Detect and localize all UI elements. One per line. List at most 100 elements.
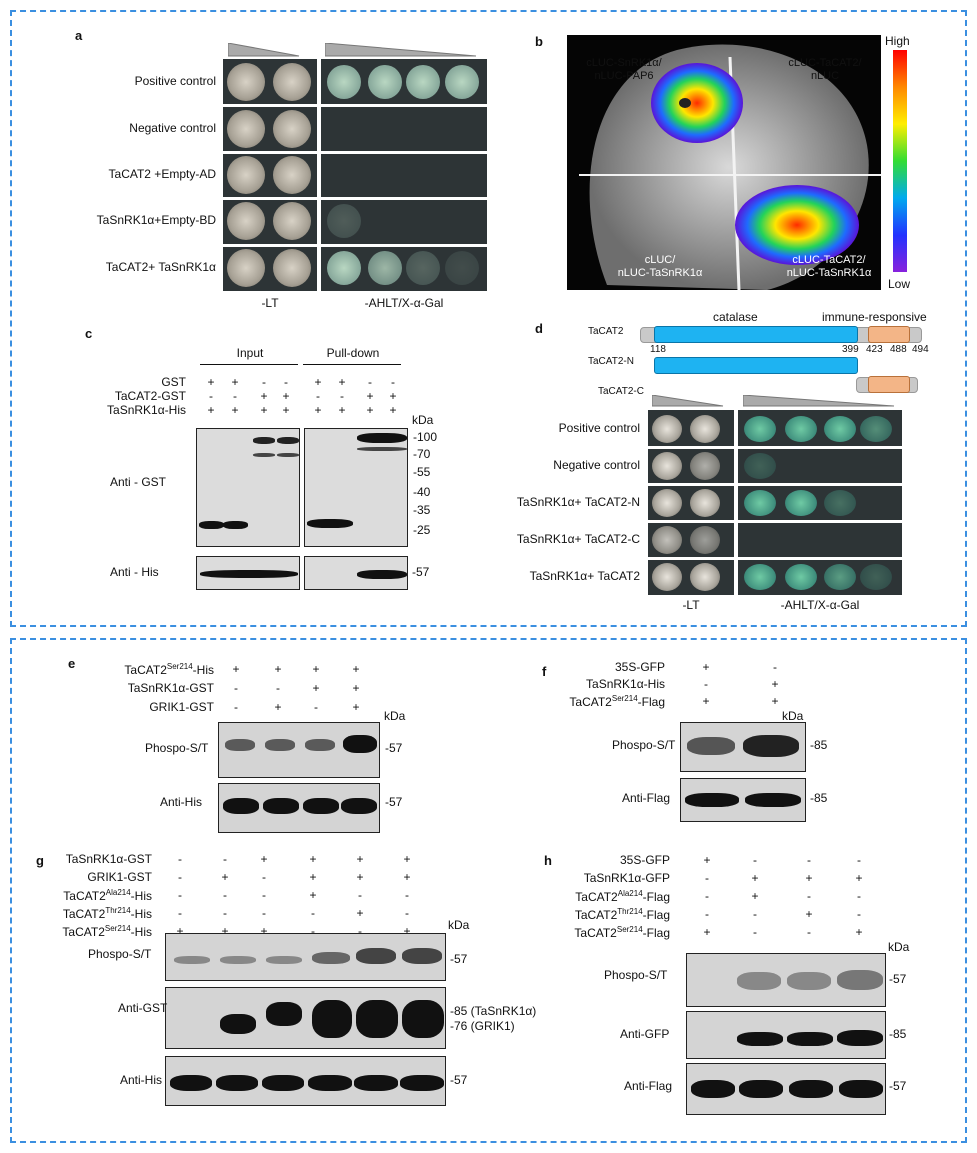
sign-cell: - — [262, 906, 266, 920]
f-antiflag-marker: -85 — [810, 791, 828, 805]
sign-cell: + — [231, 375, 239, 389]
sign-cell: - — [178, 852, 182, 866]
h-antiflag-blot — [686, 1063, 886, 1115]
colony-spot — [860, 415, 892, 442]
construct-c-label: TaCAT2-C — [598, 386, 644, 397]
c-anti-gst-blot-input — [196, 428, 300, 547]
quadrant-bl-line2: nLUC-TaSnRK1α — [617, 267, 703, 279]
colony-spot — [227, 248, 265, 287]
sign-cell: + — [176, 924, 184, 938]
plate-row-label: TaCAT2 +Empty-AD — [108, 167, 216, 181]
condition-label: TaCAT2Ser214-Flag — [470, 925, 670, 940]
c-his-marker: -57 — [412, 565, 430, 579]
condition-sup: Ala214 — [617, 889, 643, 898]
condition-label: TaCAT2-GST — [114, 389, 186, 403]
band — [356, 1000, 398, 1038]
condition-name: TaCAT2 — [63, 889, 106, 903]
condition-sup: Thr214 — [105, 906, 131, 915]
colony-spot — [824, 563, 856, 590]
band — [277, 437, 299, 444]
sign-cell: - — [807, 853, 811, 867]
colony-spot — [368, 250, 402, 285]
e-phospho-marker: -57 — [385, 741, 403, 755]
row-separator — [648, 557, 734, 560]
row-separator — [223, 150, 317, 154]
colony-spot — [227, 202, 265, 241]
band — [691, 1080, 735, 1098]
sign-cell: + — [232, 662, 240, 676]
g-antigst-marker-85: -85 (TaSnRK1α) — [450, 1004, 537, 1018]
condition-label: TaCAT2Thr214-His — [0, 906, 152, 921]
pos-494: 494 — [912, 344, 929, 355]
condition-name: 35S-GFP — [614, 660, 665, 674]
plate-row-label: Negative control — [129, 120, 216, 135]
colony-spot — [744, 489, 776, 516]
media-lt-label: -LT — [261, 296, 279, 310]
sign-cell: + — [855, 871, 863, 885]
sign-cell: + — [389, 389, 397, 403]
mw-marker: -35 — [413, 503, 431, 517]
sign-cell: + — [703, 925, 711, 939]
g-antigst-blot — [165, 987, 446, 1049]
sign-cell: - — [223, 906, 227, 920]
band — [307, 519, 353, 528]
condition-sup: Ser214 — [166, 662, 193, 671]
g-antihis-marker: -57 — [450, 1073, 468, 1087]
row-separator — [648, 483, 734, 486]
sign-cell: - — [857, 907, 861, 921]
band — [223, 521, 248, 529]
colony-spot — [744, 563, 776, 590]
band — [400, 1075, 444, 1091]
sign-cell: - — [705, 889, 709, 903]
d-media-lt-label: -LT — [682, 598, 700, 612]
sign-cell: - — [233, 389, 237, 403]
g-antigst-marker-76: -76 (GRIK1) — [450, 1019, 515, 1033]
sign-cell: - — [705, 871, 709, 885]
h-phospho-label: Phospo-S/T — [604, 968, 668, 982]
g-phospho-marker: -57 — [450, 952, 468, 966]
sign-cell: + — [771, 694, 779, 708]
colony-spot — [327, 65, 361, 100]
g-kda-label: kDa — [448, 918, 470, 932]
row-separator — [738, 446, 902, 449]
scale-high-label: High — [885, 34, 910, 48]
g-phospho-blot — [165, 933, 446, 981]
row-separator — [223, 243, 317, 247]
panel-f-label: f — [542, 664, 547, 679]
band — [199, 521, 224, 529]
condition-label: TaSnRK1α-GFP — [470, 871, 670, 885]
sign-cell: + — [403, 924, 411, 938]
f-phospho-blot — [680, 722, 806, 772]
mw-marker: -25 — [413, 523, 431, 537]
quadrant-br-line1: cLUC-TaCAT2/ — [792, 254, 866, 266]
row-separator — [738, 557, 902, 560]
domain-catalase-label: catalase — [713, 310, 758, 324]
sign-cell: - — [405, 906, 409, 920]
panel-c-label: c — [85, 326, 93, 341]
colony-spot — [406, 65, 440, 100]
h-antigfp-marker: -85 — [889, 1027, 907, 1041]
band — [737, 972, 781, 990]
pos-423: 423 — [866, 344, 883, 355]
luciferase-leaf-image — [567, 35, 881, 290]
sign-cell: + — [274, 700, 282, 714]
c-anti-his-blot-pulldown — [304, 556, 408, 590]
d-dilution-triangle-lt — [652, 395, 724, 407]
condition-label: GRIK1-GST — [14, 700, 214, 714]
colony-spot — [690, 562, 720, 591]
quadrant-tr-line1: cLUC-TaCAT2/ — [788, 57, 862, 69]
band — [745, 793, 801, 807]
dilution-triangle-lt — [228, 43, 300, 57]
h-phospho-marker: -57 — [889, 972, 907, 986]
band — [789, 1080, 833, 1098]
band — [402, 948, 442, 964]
sign-cell: - — [178, 888, 182, 902]
band — [787, 1032, 833, 1046]
condition-label: TaCAT2Ser214-His — [14, 662, 214, 677]
condition-label: TaCAT2Ser214-His — [0, 924, 152, 939]
colony-spot — [227, 156, 265, 194]
band — [220, 1014, 256, 1034]
colony-spot — [445, 250, 479, 285]
colony-spot — [824, 415, 856, 442]
band — [737, 1032, 783, 1046]
